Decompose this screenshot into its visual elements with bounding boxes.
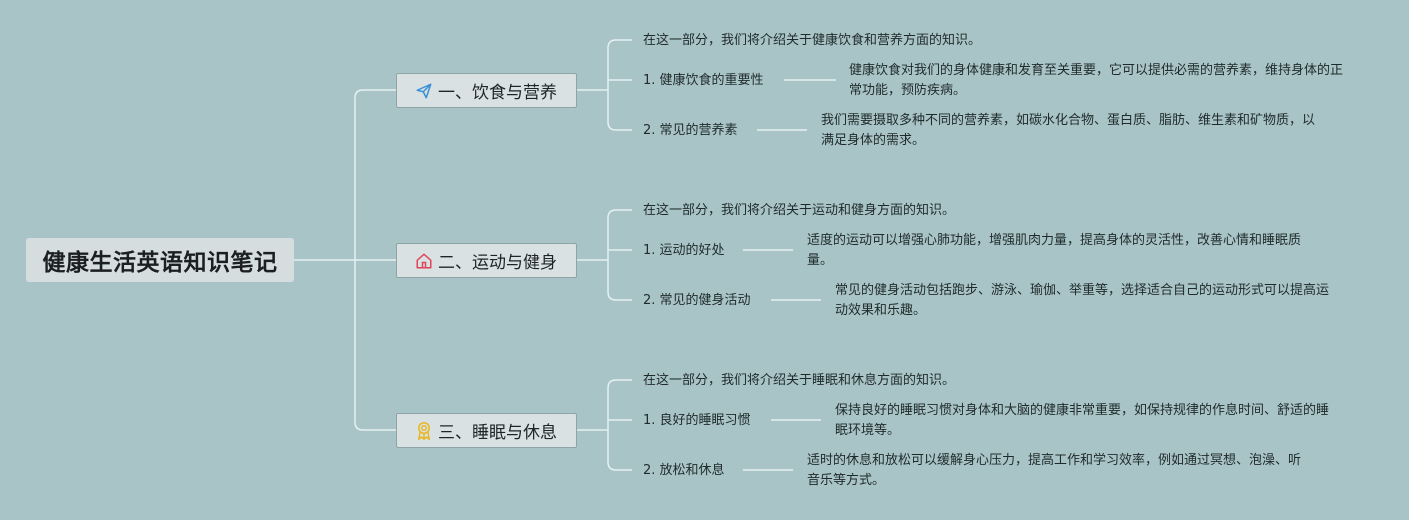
subtopic-description: 健康饮食对我们的身体健康和发育至关重要，它可以提供必需的营养素，维持身体的正常功… bbox=[849, 63, 1344, 98]
subtopic-label[interactable]: 2. 常见的营养素 bbox=[643, 123, 738, 138]
branch-intro: 在这一部分，我们将介绍关于运动和健身方面的知识。 bbox=[643, 203, 956, 218]
subtopic-label[interactable]: 2. 放松和休息 bbox=[643, 463, 725, 478]
subtopic-description: 适度的运动可以增强心肺功能，增强肌肉力量，提高身体的灵活性，改善心情和睡眠质量。 bbox=[807, 233, 1302, 268]
paper-plane-icon bbox=[413, 80, 435, 102]
branch-title: 二、运动与健身 bbox=[438, 253, 557, 273]
root-title: 健康生活英语知识笔记 bbox=[42, 250, 278, 276]
subtopic-description: 我们需要摄取多种不同的营养素，如碳水化合物、蛋白质、脂肪、维生素和矿物质，以满足… bbox=[821, 113, 1316, 148]
branch-title: 一、饮食与营养 bbox=[438, 83, 557, 103]
subtopic-description: 保持良好的睡眠习惯对身体和大脑的健康非常重要，如保持规律的作息时间、舒适的睡眠环… bbox=[835, 403, 1330, 438]
subtopic-label[interactable]: 1. 健康饮食的重要性 bbox=[643, 73, 764, 88]
branch-title: 三、睡眠与休息 bbox=[438, 423, 557, 443]
subtopic-label[interactable]: 2. 常见的健身活动 bbox=[643, 293, 751, 308]
home-icon bbox=[413, 250, 435, 272]
branch-topic-sleep[interactable]: 三、睡眠与休息 bbox=[396, 413, 577, 448]
branch-intro: 在这一部分，我们将介绍关于睡眠和休息方面的知识。 bbox=[643, 373, 956, 388]
branch-topic-diet[interactable]: 一、饮食与营养 bbox=[396, 73, 577, 108]
subtopic-label[interactable]: 1. 良好的睡眠习惯 bbox=[643, 413, 751, 428]
subtopic-description: 适时的休息和放松可以缓解身心压力，提高工作和学习效率，例如通过冥想、泡澡、听音乐… bbox=[807, 453, 1302, 488]
branch-topic-exercise[interactable]: 二、运动与健身 bbox=[396, 243, 577, 278]
branch-intro: 在这一部分，我们将介绍关于健康饮食和营养方面的知识。 bbox=[643, 33, 982, 48]
subtopic-description: 常见的健身活动包括跑步、游泳、瑜伽、举重等，选择适合自己的运动形式可以提高运动效… bbox=[835, 283, 1330, 318]
root-topic[interactable]: 健康生活英语知识笔记 bbox=[26, 238, 294, 282]
award-ribbon-icon bbox=[413, 420, 435, 442]
subtopic-label[interactable]: 1. 运动的好处 bbox=[643, 243, 725, 258]
